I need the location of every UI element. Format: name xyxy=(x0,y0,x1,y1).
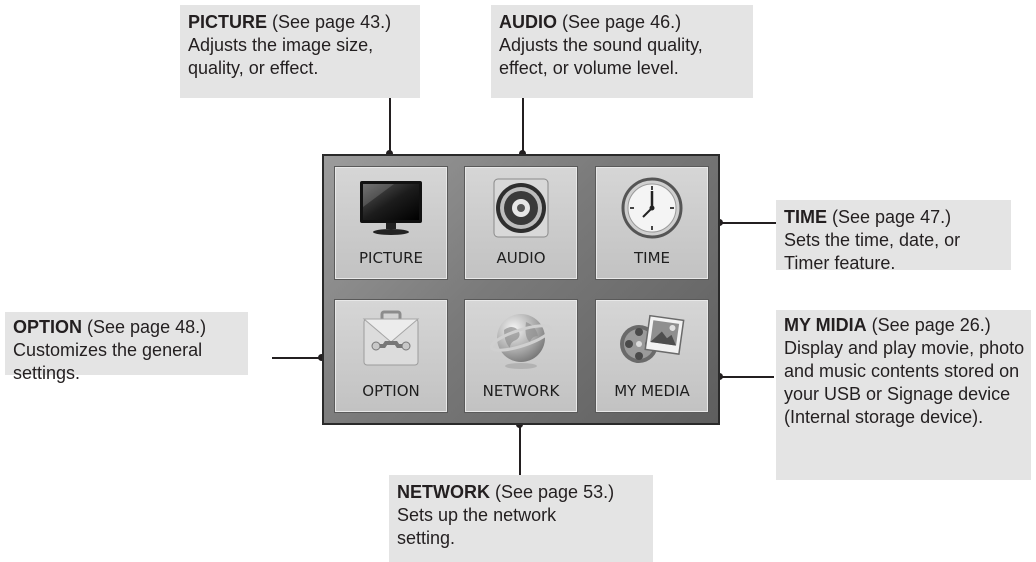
callout-page-ref: (See page 46.) xyxy=(557,12,682,32)
menu-tile-audio[interactable]: AUDIO xyxy=(464,166,578,280)
connector-dot-option xyxy=(318,354,325,361)
callout-title: MY MIDIA xyxy=(784,315,867,335)
connector-picture xyxy=(389,98,391,154)
callout-network: NETWORK (See page 53.) Sets up the netwo… xyxy=(389,475,653,562)
connector-option xyxy=(272,357,322,359)
menu-tile-time[interactable]: TIME xyxy=(595,166,709,280)
media-icon xyxy=(596,308,708,374)
callout-description: Sets the time, date, or Timer feature. xyxy=(784,230,961,273)
callout-title: AUDIO xyxy=(499,12,557,32)
menu-tile-network[interactable]: NETWORK xyxy=(464,299,578,413)
settings-menu-panel: PICTURE AUDIO xyxy=(322,154,720,425)
callout-description: Customizes the general settings. xyxy=(13,340,203,383)
callout-title: TIME xyxy=(784,207,827,227)
callout-title: NETWORK xyxy=(397,482,490,502)
tile-label: TIME xyxy=(633,249,670,267)
menu-tile-my-media[interactable]: MY MEDIA xyxy=(595,299,709,413)
globe-icon xyxy=(465,308,577,374)
callout-description: Display and play movie, photo and music … xyxy=(784,338,1025,427)
tv-icon xyxy=(335,175,447,241)
callout-description: Adjusts the image size, quality, or effe… xyxy=(188,35,374,78)
callout-page-ref: (See page 48.) xyxy=(82,317,207,337)
tile-label: AUDIO xyxy=(496,249,546,267)
callout-title: OPTION xyxy=(13,317,83,337)
callout-page-ref: (See page 47.) xyxy=(827,207,952,227)
connector-audio xyxy=(522,98,524,154)
tile-label: PICTURE xyxy=(359,249,423,267)
connector-network xyxy=(519,425,521,475)
menu-tile-picture[interactable]: PICTURE xyxy=(334,166,448,280)
callout-audio: AUDIO (See page 46.) Adjusts the sound q… xyxy=(491,5,753,98)
callout-picture: PICTURE (See page 43.) Adjusts the image… xyxy=(180,5,420,98)
clock-icon xyxy=(596,175,708,241)
speaker-icon xyxy=(465,175,577,241)
callout-description: Adjusts the sound quality, effect, or vo… xyxy=(499,35,703,78)
tile-label: NETWORK xyxy=(482,382,560,400)
connector-dot-audio xyxy=(519,150,526,157)
connector-dot-picture xyxy=(386,150,393,157)
menu-tile-option[interactable]: OPTION xyxy=(334,299,448,413)
tile-label: OPTION xyxy=(362,382,420,400)
connector-time xyxy=(720,222,776,224)
callout-option: OPTION (See page 48.) Customizes the gen… xyxy=(5,312,248,383)
tile-label: MY MEDIA xyxy=(614,382,690,400)
connector-my-media xyxy=(720,376,774,378)
callout-page-ref: (See page 26.) xyxy=(866,315,991,335)
toolbox-icon xyxy=(335,308,447,374)
callout-time: TIME (See page 47.) Sets the time, date,… xyxy=(776,200,1011,273)
callout-title: PICTURE xyxy=(188,12,268,32)
callout-my-media: MY MIDIA (See page 26.) Display and play… xyxy=(776,310,1031,480)
callout-page-ref: (See page 53.) xyxy=(490,482,615,502)
callout-page-ref: (See page 43.) xyxy=(267,12,392,32)
callout-description: Sets up the network setting. xyxy=(397,505,557,548)
